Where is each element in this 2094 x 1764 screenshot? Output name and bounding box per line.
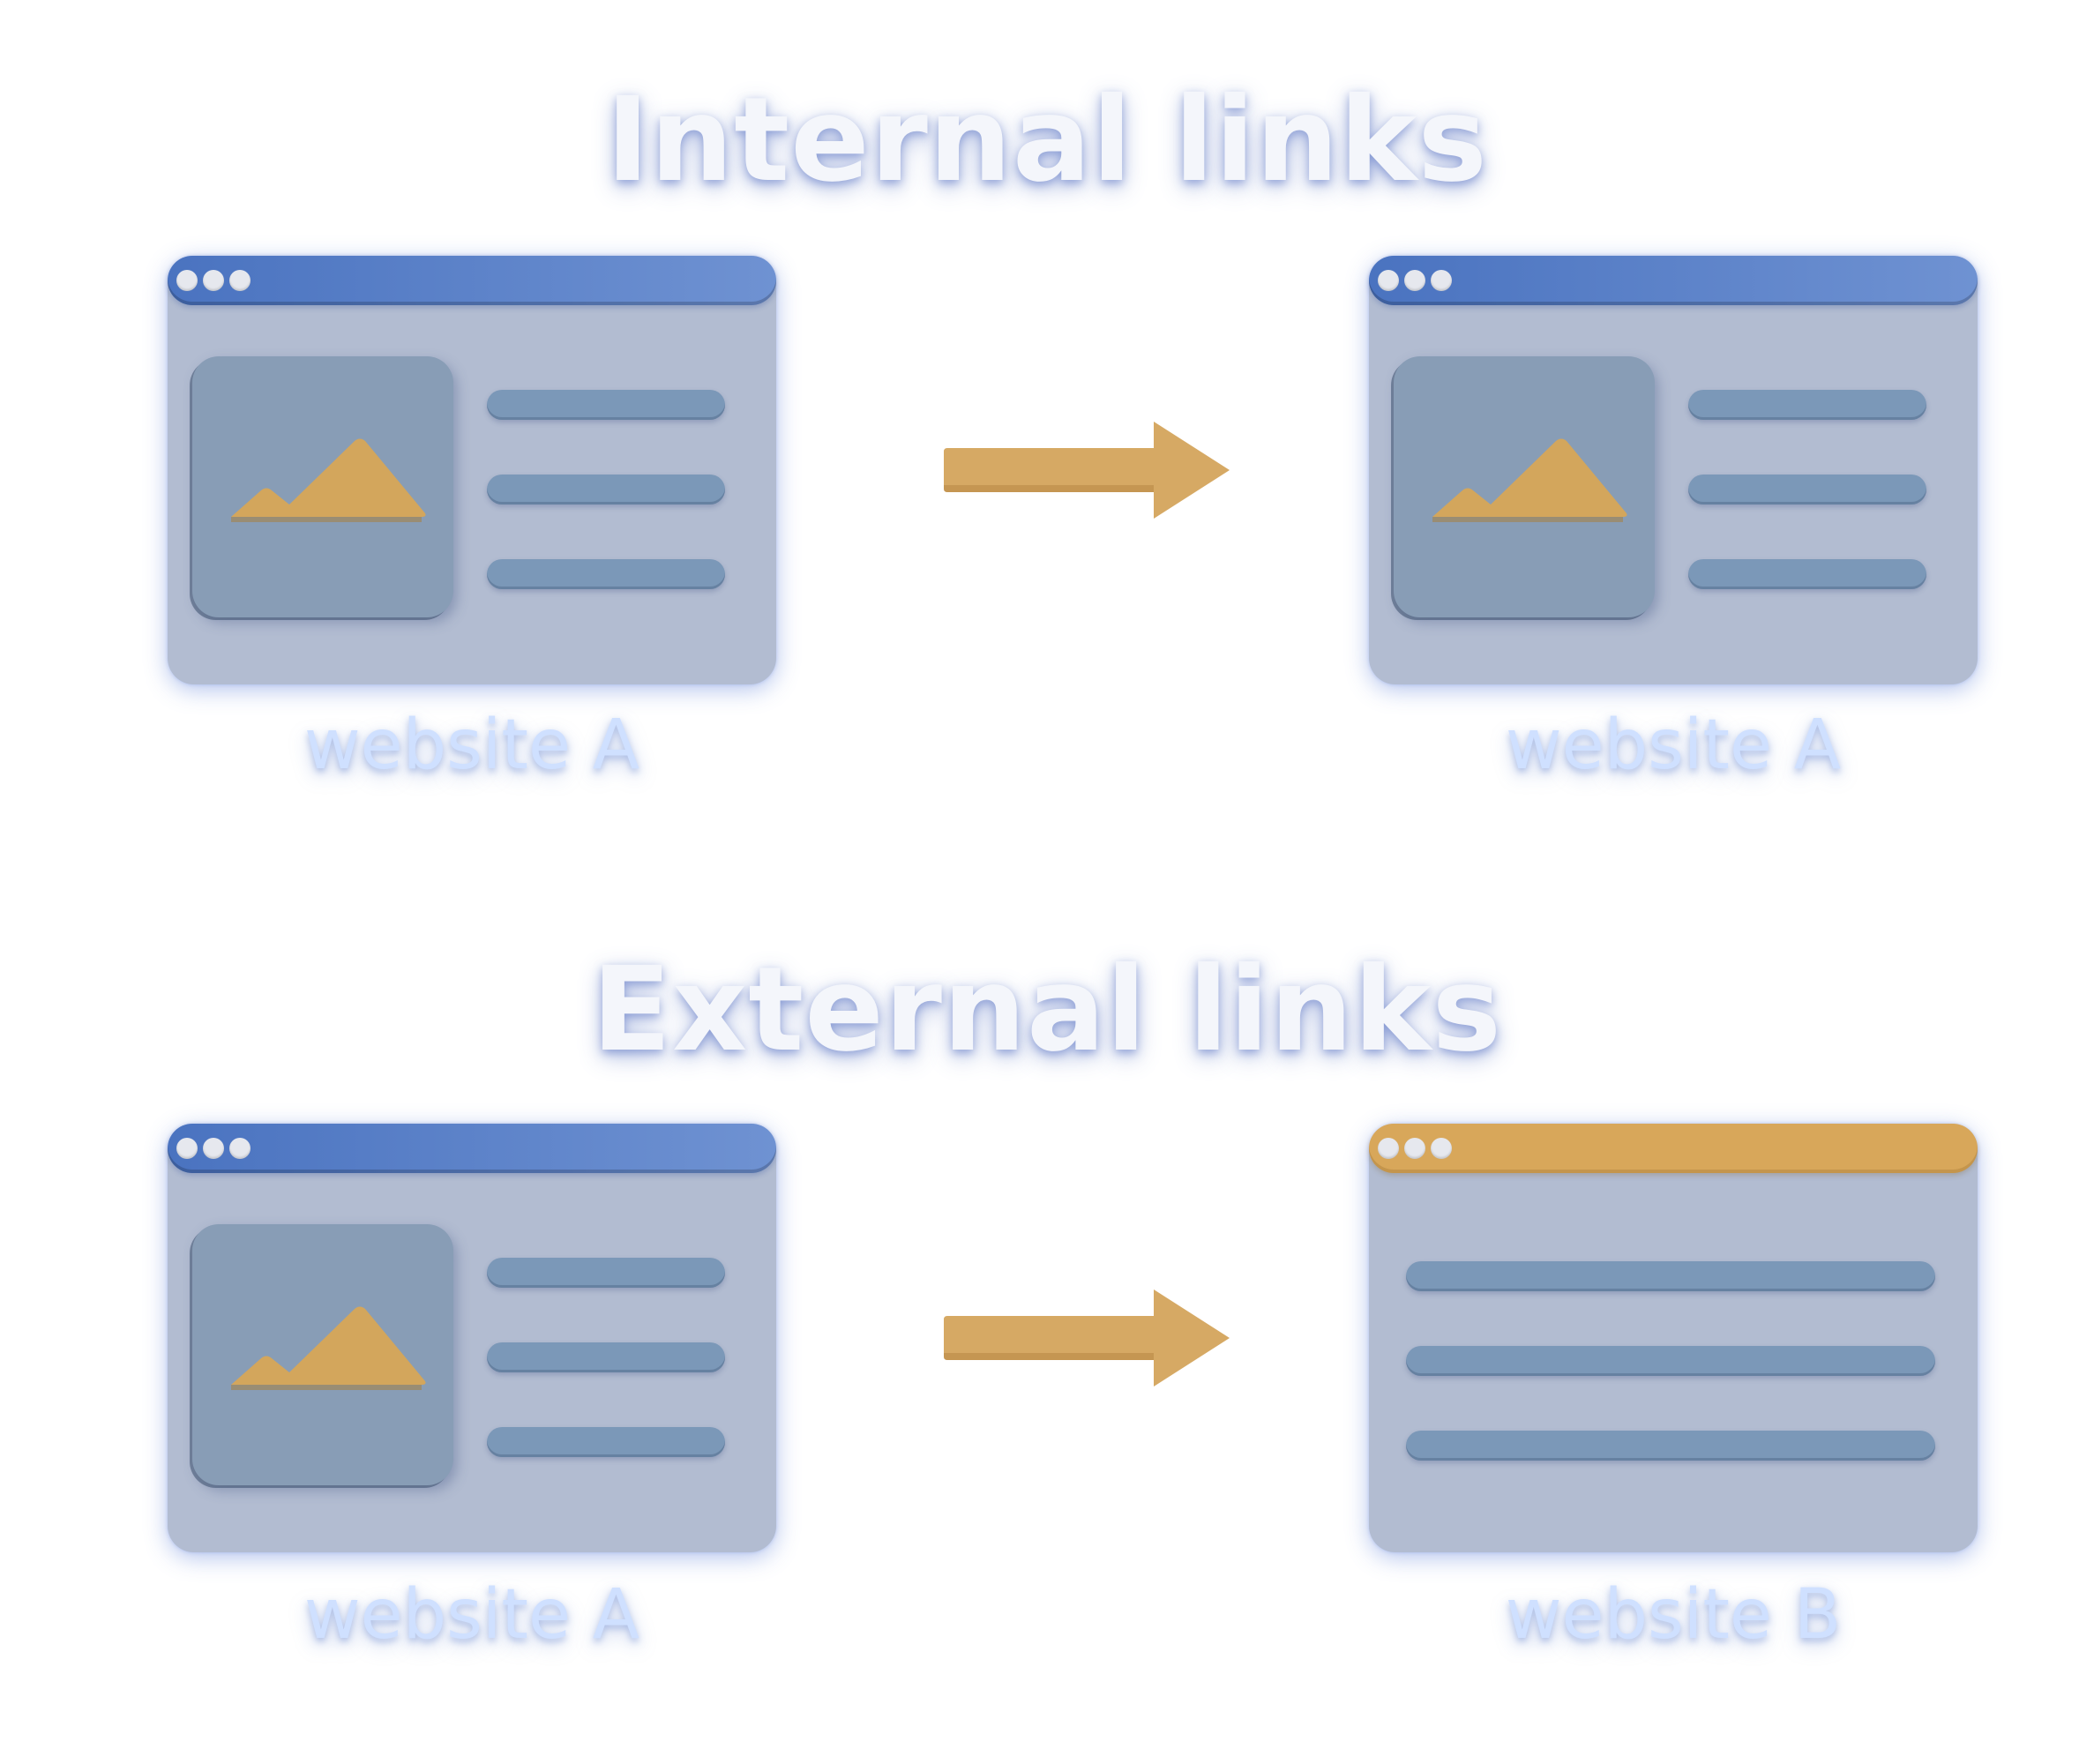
external-source-window bbox=[168, 1124, 776, 1552]
window-dot-icon bbox=[1431, 1138, 1452, 1159]
internal-source-caption: website A bbox=[303, 706, 640, 785]
mountain-image-icon bbox=[231, 1306, 426, 1390]
window-dot-icon bbox=[1378, 1138, 1399, 1159]
window-titlebar bbox=[168, 1124, 776, 1173]
internal-target-window bbox=[1369, 256, 1978, 684]
window-titlebar bbox=[1369, 1124, 1978, 1173]
image-placeholder bbox=[192, 356, 453, 617]
window-dot-icon bbox=[176, 1138, 198, 1159]
image-placeholder bbox=[192, 1224, 453, 1485]
image-placeholder bbox=[1394, 356, 1655, 617]
window-dot-icon bbox=[1404, 270, 1425, 291]
window-dot-icon bbox=[176, 270, 198, 291]
window-dot-icon bbox=[229, 1138, 251, 1159]
external-links-heading: External links bbox=[591, 942, 1503, 1078]
window-dot-icon bbox=[1431, 270, 1452, 291]
window-dot-icon bbox=[203, 1138, 224, 1159]
window-dot-icon bbox=[229, 270, 251, 291]
external-target-caption: website B bbox=[1505, 1575, 1842, 1655]
content-line bbox=[1406, 1431, 1935, 1461]
external-source-caption: website A bbox=[303, 1575, 640, 1655]
content-line bbox=[487, 390, 725, 420]
content-line bbox=[1688, 390, 1926, 420]
content-line bbox=[487, 559, 725, 589]
content-line bbox=[487, 1427, 725, 1457]
internal-target-caption: website A bbox=[1505, 706, 1842, 785]
content-line bbox=[1688, 475, 1926, 505]
window-dot-icon bbox=[1404, 1138, 1425, 1159]
mountain-image-icon bbox=[231, 438, 426, 522]
content-line bbox=[487, 1258, 725, 1288]
window-dot-icon bbox=[1378, 270, 1399, 291]
external-target-window bbox=[1369, 1124, 1978, 1552]
content-line bbox=[1406, 1261, 1935, 1291]
internal-links-heading: Internal links bbox=[606, 72, 1488, 208]
window-titlebar bbox=[168, 256, 776, 305]
window-titlebar bbox=[1369, 256, 1978, 305]
mountain-image-icon bbox=[1432, 438, 1627, 522]
content-line bbox=[1688, 559, 1926, 589]
content-line bbox=[1406, 1346, 1935, 1376]
right-arrow-icon bbox=[944, 1289, 1230, 1387]
right-arrow-icon bbox=[944, 422, 1230, 519]
window-dot-icon bbox=[203, 270, 224, 291]
content-line bbox=[487, 475, 725, 505]
internal-source-window bbox=[168, 256, 776, 684]
content-line bbox=[487, 1342, 725, 1372]
